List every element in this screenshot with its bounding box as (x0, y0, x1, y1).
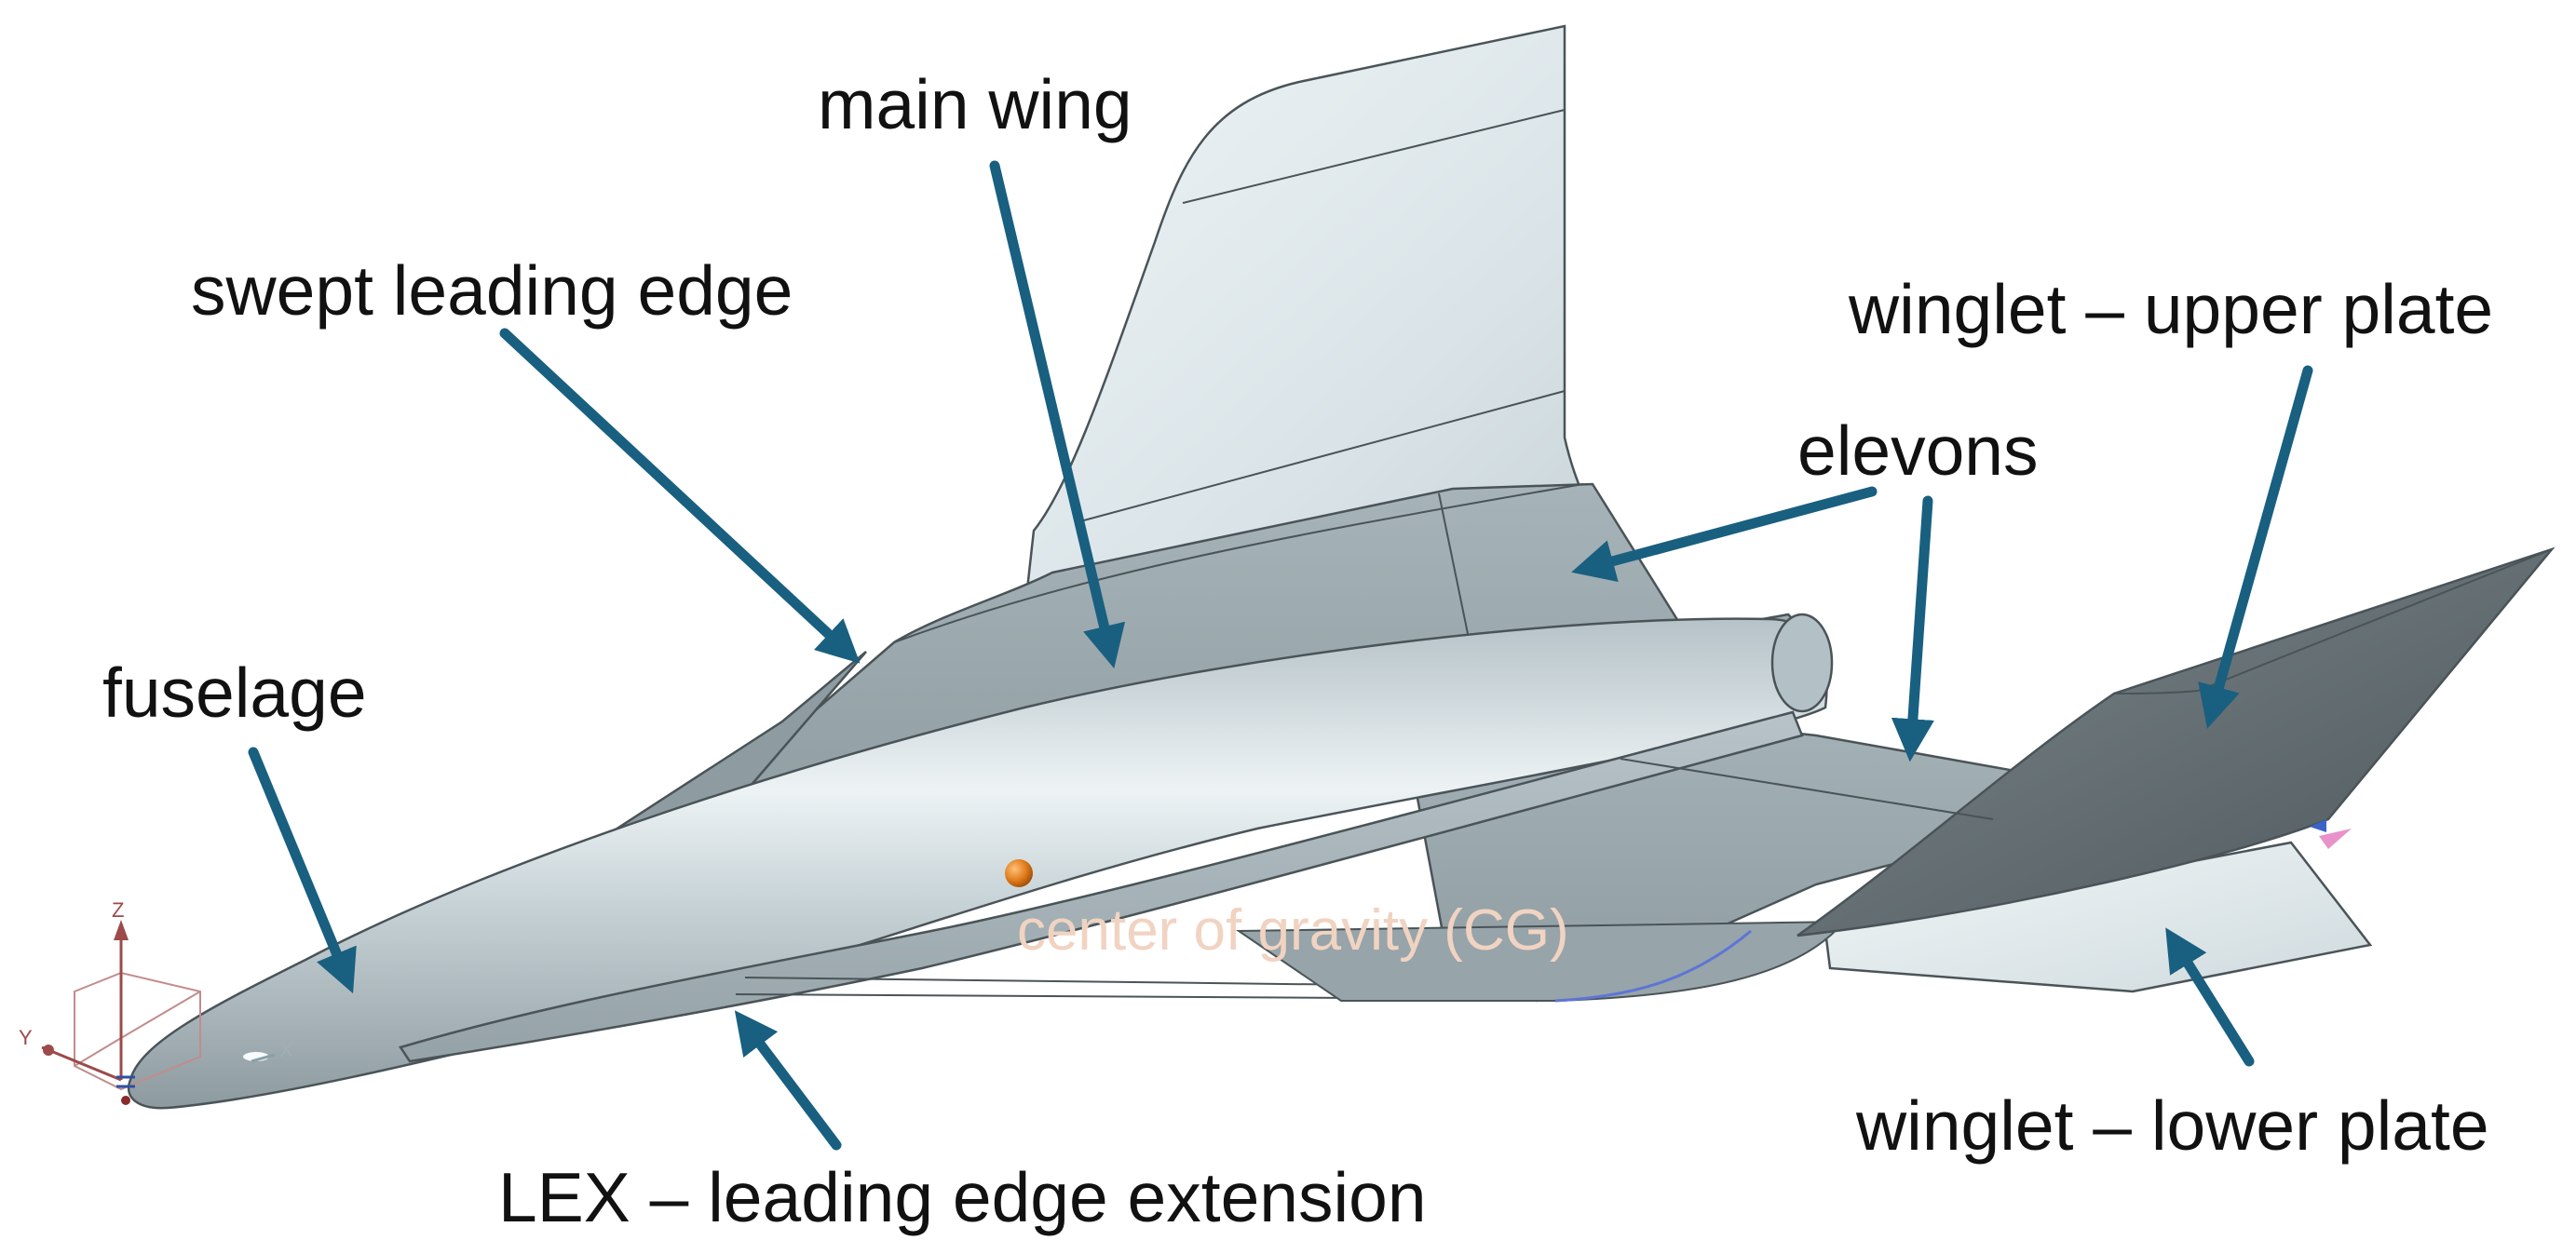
arrow-elevons-down (1891, 495, 1934, 762)
y-axis-line (41, 1045, 122, 1082)
winglet-lower-plate (1824, 841, 2373, 993)
aircraft-model (128, 24, 2556, 1110)
label-winglet-lower-plate: winglet – lower plate (1855, 1086, 2489, 1165)
nose-ref-dot (121, 1096, 130, 1105)
winglet-upper-plate (1796, 546, 2556, 937)
callout-labels: main wing swept leading edge winglet – u… (102, 65, 2493, 1236)
x-axis-label: X (279, 1038, 293, 1061)
fin-panel-line-upper (1182, 109, 1566, 204)
arrow-main-wing (989, 160, 1126, 668)
arrow-lex (734, 1010, 842, 1151)
arrow-swept-leading-edge (499, 328, 861, 664)
wing-root-line (893, 483, 1584, 643)
tail-marker-blue (2310, 819, 2326, 832)
axis-origin-marker (116, 1075, 135, 1088)
x-axis-line (251, 1053, 276, 1063)
label-lex: LEX – leading edge extension (498, 1158, 1427, 1236)
arrow-winglet-lower-plate (2165, 927, 2255, 1067)
winglet-upper-inner-line (2113, 548, 2553, 694)
z-axis-label: Z (112, 898, 124, 922)
outer-elevon-line (1620, 758, 1994, 820)
arrow-winglet-upper-plate (2198, 365, 2313, 729)
z-axis-head (114, 920, 129, 940)
fin-panel-line-lower (1079, 390, 1566, 522)
axis-triad: Z Y X (19, 898, 293, 1105)
nacelle-end (1770, 613, 1834, 713)
label-winglet-upper-plate: winglet – upper plate (1848, 270, 2493, 348)
callout-arrows (248, 160, 2313, 1151)
label-fuselage: fuselage (102, 654, 367, 732)
y-axis-label: Y (19, 1026, 33, 1049)
tail-marker-pink (2319, 829, 2352, 849)
label-main-wing: main wing (818, 65, 1132, 143)
arrow-elevons-left (1571, 486, 1878, 583)
label-swept-leading-edge: swept leading edge (191, 251, 793, 330)
y-axis-origin (43, 1045, 54, 1056)
cg-marker (1005, 859, 1033, 887)
arrow-fuselage (248, 747, 357, 994)
elevon-hinge-line (1438, 492, 1472, 653)
label-elevons: elevons (1797, 411, 2039, 490)
blue-trailing-edge (1554, 929, 1752, 1003)
label-center-of-gravity: center of gravity (CG) (1017, 898, 1569, 963)
